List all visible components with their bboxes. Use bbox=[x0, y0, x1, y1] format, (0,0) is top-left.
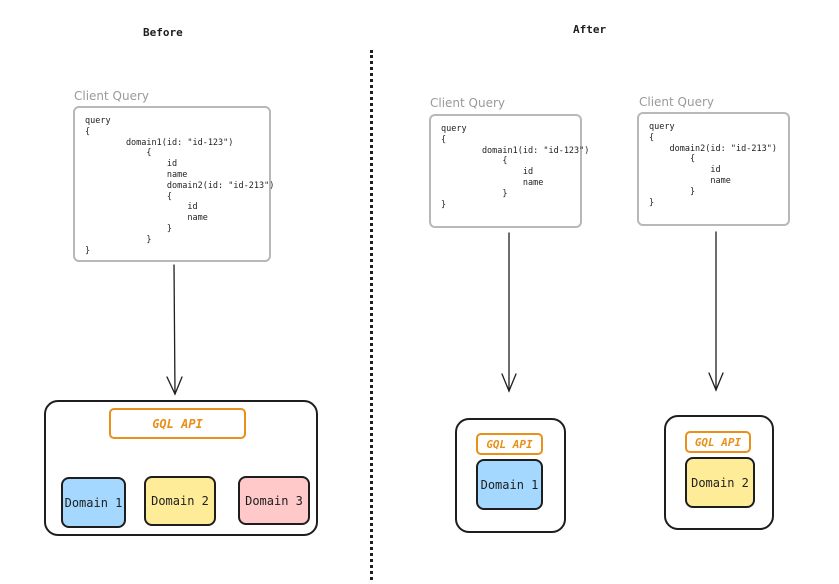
after-left-domain-1: Domain 1 bbox=[476, 459, 543, 510]
after-left-query-card: query { domain1(id: "id-123") { id name … bbox=[429, 114, 590, 228]
after-right-card-label: Client Query bbox=[639, 95, 715, 109]
before-domain-1: Domain 1 bbox=[61, 477, 126, 528]
before-arrow-shaft bbox=[173, 264, 176, 395]
after-left-arrow-head bbox=[501, 373, 517, 393]
after-left-card-label: Client Query bbox=[430, 96, 506, 110]
before-card-label: Client Query bbox=[74, 89, 150, 103]
before-domain-3: Domain 3 bbox=[238, 476, 310, 525]
before-query-card: query { domain1(id: "id-123") { id name … bbox=[73, 106, 275, 262]
before-arrow-head bbox=[166, 376, 183, 396]
after-heading: After bbox=[573, 23, 607, 36]
after-left-query-code: query { domain1(id: "id-123") { id name … bbox=[441, 124, 590, 210]
after-left-gql-api: GQL API bbox=[476, 433, 543, 455]
after-right-arrow-head bbox=[708, 372, 724, 392]
after-right-gql-api: GQL API bbox=[685, 431, 751, 453]
after-right-query-card: query { domain2(id: "id-213") { id name … bbox=[637, 112, 790, 226]
after-right-domain-2: Domain 2 bbox=[685, 457, 755, 508]
before-domain-2: Domain 2 bbox=[144, 476, 216, 526]
after-right-query-code: query { domain2(id: "id-213") { id name … bbox=[649, 122, 777, 208]
before-heading: Before bbox=[143, 26, 183, 39]
before-query-code: query { domain1(id: "id-123") { id name … bbox=[85, 116, 275, 256]
before-gql-api: GQL API bbox=[109, 408, 246, 439]
section-divider bbox=[370, 50, 373, 580]
